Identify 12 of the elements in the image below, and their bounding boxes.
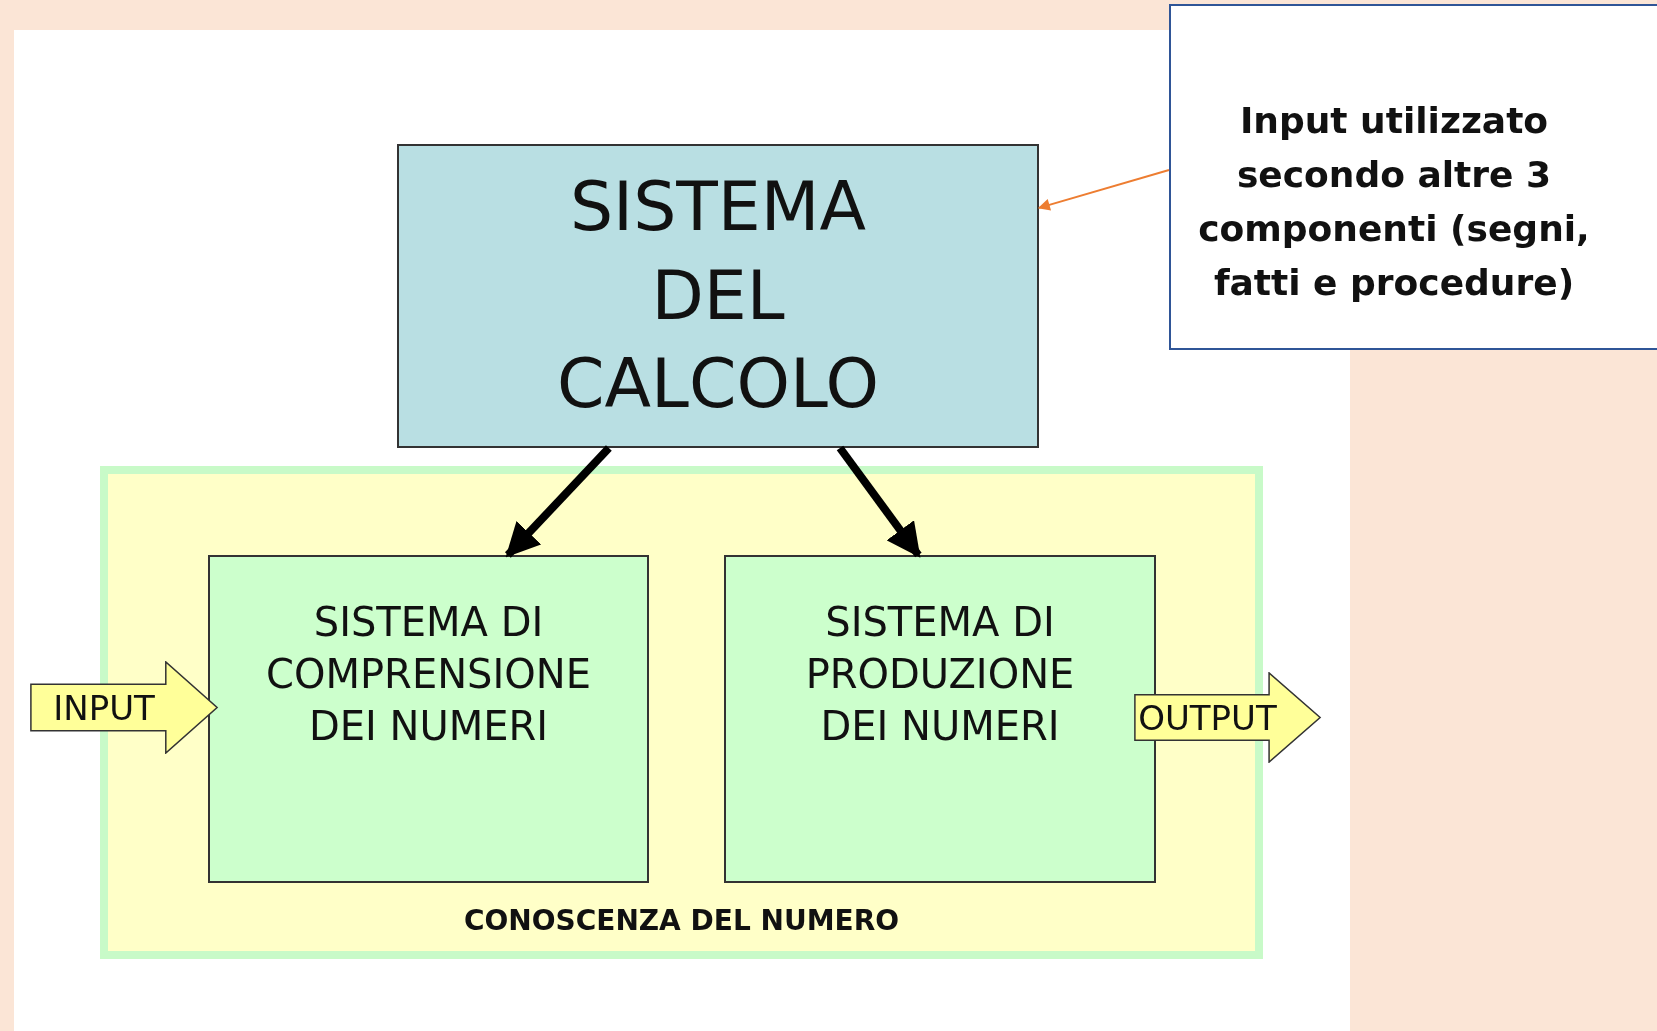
box-text: SISTEMA DEL CALCOLO bbox=[556, 166, 880, 426]
box-text: SISTEMA DI PRODUZIONE DEI NUMERI bbox=[804, 598, 1076, 751]
process-box bbox=[208, 555, 649, 883]
box-text: SISTEMA DI COMPRENSIONE DEI NUMERI bbox=[265, 598, 592, 751]
arrow-text: INPUT bbox=[53, 687, 155, 728]
arrow-text: OUTPUT bbox=[1138, 697, 1277, 738]
process-box bbox=[397, 144, 1039, 448]
block-arrow bbox=[1133, 672, 1322, 763]
group-heading: CONOSCENZA DEL NUMERO bbox=[462, 904, 901, 937]
callout-text: Input utilizzato secondo altre 3 componenti (segni, fatti e procedure) bbox=[1197, 99, 1591, 305]
callout-box bbox=[1169, 4, 1657, 350]
block-arrow bbox=[29, 661, 219, 754]
